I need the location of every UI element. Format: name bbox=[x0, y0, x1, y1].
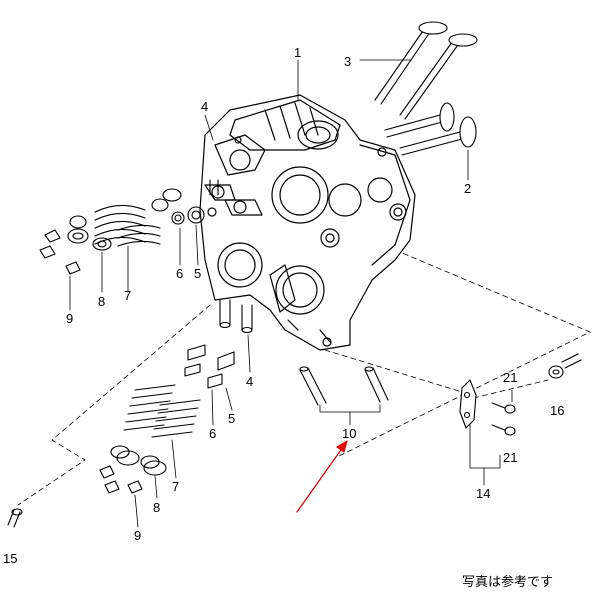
callout-1: 1 bbox=[294, 45, 301, 60]
bolt-16 bbox=[548, 353, 582, 379]
bolt-15 bbox=[7, 508, 23, 528]
reference-photo-note: 写真は参考です bbox=[462, 574, 553, 590]
callout-21-upper: 21 bbox=[503, 370, 517, 385]
callout-2: 2 bbox=[464, 181, 471, 196]
callout-14: 14 bbox=[476, 486, 490, 501]
callout-5-lower: 5 bbox=[228, 411, 235, 426]
callout-6-upper: 6 bbox=[176, 266, 183, 281]
leader-lines bbox=[69, 59, 513, 528]
dowel-pins bbox=[299, 366, 389, 406]
cylinder-head bbox=[199, 94, 416, 351]
callout-15: 15 bbox=[3, 551, 17, 566]
upper-valve-spring-set bbox=[39, 188, 205, 275]
callout-7-upper: 7 bbox=[124, 288, 131, 303]
bracket-assembly bbox=[459, 379, 516, 436]
stud-bolts bbox=[209, 179, 253, 334]
callout-8-lower: 8 bbox=[153, 500, 160, 515]
valves bbox=[374, 21, 478, 156]
callout-4-upper: 4 bbox=[201, 99, 208, 114]
callout-5-upper: 5 bbox=[194, 266, 201, 281]
callout-7-lower: 7 bbox=[172, 479, 179, 494]
lower-valve-spring-set bbox=[99, 344, 235, 494]
callout-16: 16 bbox=[550, 403, 564, 418]
callout-labels: 1 3 2 4 6 5 8 7 9 4 5 6 7 8 9 10 21 21 1… bbox=[3, 45, 564, 566]
callout-10: 10 bbox=[342, 426, 356, 441]
callout-9-lower: 9 bbox=[134, 528, 141, 543]
callout-21-lower: 21 bbox=[503, 450, 517, 465]
callout-4-lower: 4 bbox=[246, 374, 253, 389]
dashed-guide-lines bbox=[17, 249, 591, 506]
callout-3: 3 bbox=[344, 54, 351, 69]
callout-8-upper: 8 bbox=[98, 294, 105, 309]
callout-6-lower: 6 bbox=[209, 426, 216, 441]
red-arrow bbox=[296, 440, 348, 513]
callout-9-upper: 9 bbox=[66, 311, 73, 326]
